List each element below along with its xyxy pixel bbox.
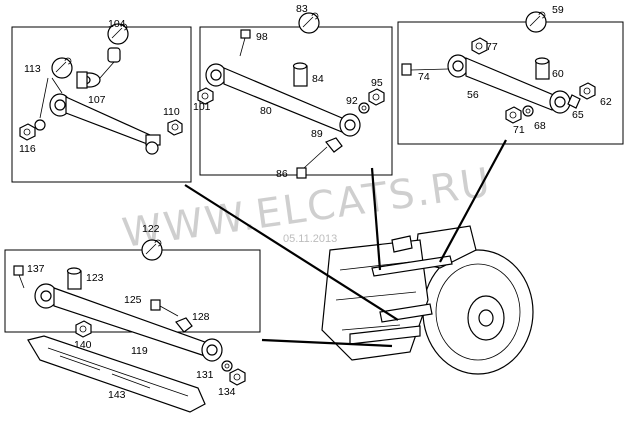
callout-134: 134 xyxy=(218,386,236,398)
part-125[interactable] xyxy=(150,299,179,317)
part-84[interactable] xyxy=(292,62,308,87)
callout-59: 59 xyxy=(552,4,564,16)
callout-86: 86 xyxy=(276,168,288,180)
part-131[interactable] xyxy=(221,360,233,372)
part-74[interactable] xyxy=(401,63,449,76)
callout-92: 92 xyxy=(346,95,358,107)
group-83[interactable]: 83 98 84 80 101 xyxy=(193,3,393,180)
group-122[interactable]: 122 137 123 119 125 1 xyxy=(4,223,261,413)
part-86[interactable] xyxy=(296,146,328,179)
part-128[interactable] xyxy=(175,317,193,333)
part-101[interactable] xyxy=(197,87,214,105)
part-60[interactable] xyxy=(534,57,550,80)
callout-128: 128 xyxy=(192,311,210,323)
callout-98: 98 xyxy=(256,31,268,43)
callout-80: 80 xyxy=(260,105,272,117)
tool-icon-104 xyxy=(107,23,129,45)
part-77[interactable] xyxy=(471,37,488,55)
part-71[interactable] xyxy=(505,106,522,124)
callout-56: 56 xyxy=(467,89,479,101)
callout-143: 143 xyxy=(108,389,126,401)
group-59-frame xyxy=(397,21,624,145)
callout-110: 110 xyxy=(163,106,180,118)
callout-74: 74 xyxy=(418,71,430,83)
tool-icon-83 xyxy=(298,12,320,34)
callout-101: 101 xyxy=(193,101,211,113)
callout-113: 113 xyxy=(24,63,41,75)
group-59[interactable]: 59 77 74 60 56 xyxy=(397,4,624,145)
callout-116: 116 xyxy=(19,143,36,155)
part-116[interactable] xyxy=(19,119,46,141)
callout-71: 71 xyxy=(513,124,525,136)
tool-icon-113 xyxy=(51,57,73,79)
part-95[interactable] xyxy=(368,88,385,106)
tool-icon-122 xyxy=(141,239,163,261)
part-arm-80[interactable] xyxy=(205,63,361,137)
part-89[interactable] xyxy=(325,137,343,153)
callout-84: 84 xyxy=(312,73,324,85)
part-137[interactable] xyxy=(13,265,25,289)
callout-107: 107 xyxy=(88,94,106,106)
part-68[interactable] xyxy=(522,105,534,117)
callout-77: 77 xyxy=(486,41,498,53)
callout-89: 89 xyxy=(311,128,323,140)
callout-104: 104 xyxy=(108,18,126,30)
part-92[interactable] xyxy=(358,102,370,114)
group-104-frame xyxy=(11,26,192,183)
callout-125: 125 xyxy=(124,294,142,306)
callout-119: 119 xyxy=(131,345,148,357)
callout-68: 68 xyxy=(534,120,546,132)
part-110[interactable] xyxy=(167,119,183,136)
callout-83: 83 xyxy=(296,3,308,15)
callout-60: 60 xyxy=(552,68,564,80)
part-65[interactable] xyxy=(567,94,581,109)
callout-123: 123 xyxy=(86,272,104,284)
part-arm-56[interactable] xyxy=(447,54,571,114)
part-62[interactable] xyxy=(579,82,596,100)
part-134[interactable] xyxy=(229,368,246,386)
part-140[interactable] xyxy=(75,320,92,338)
callout-137: 137 xyxy=(27,263,45,275)
callout-65: 65 xyxy=(572,109,584,121)
part-123[interactable] xyxy=(66,267,82,290)
part-98[interactable] xyxy=(239,29,251,57)
callout-131: 131 xyxy=(196,369,214,381)
callout-62: 62 xyxy=(600,96,612,108)
axle-assembly xyxy=(321,225,534,375)
part-arm-119[interactable] xyxy=(34,283,223,362)
callout-95: 95 xyxy=(371,77,383,89)
date-stamp: 05.11.2013 xyxy=(283,233,337,245)
part-arm-104[interactable] xyxy=(49,93,161,155)
part-143[interactable] xyxy=(27,335,206,413)
pointer-lines xyxy=(184,139,507,348)
callout-122: 122 xyxy=(142,223,160,235)
part-107[interactable] xyxy=(76,47,121,89)
tool-icon-59 xyxy=(525,11,547,33)
group-104[interactable]: 104 113 107 110 xyxy=(11,18,192,183)
